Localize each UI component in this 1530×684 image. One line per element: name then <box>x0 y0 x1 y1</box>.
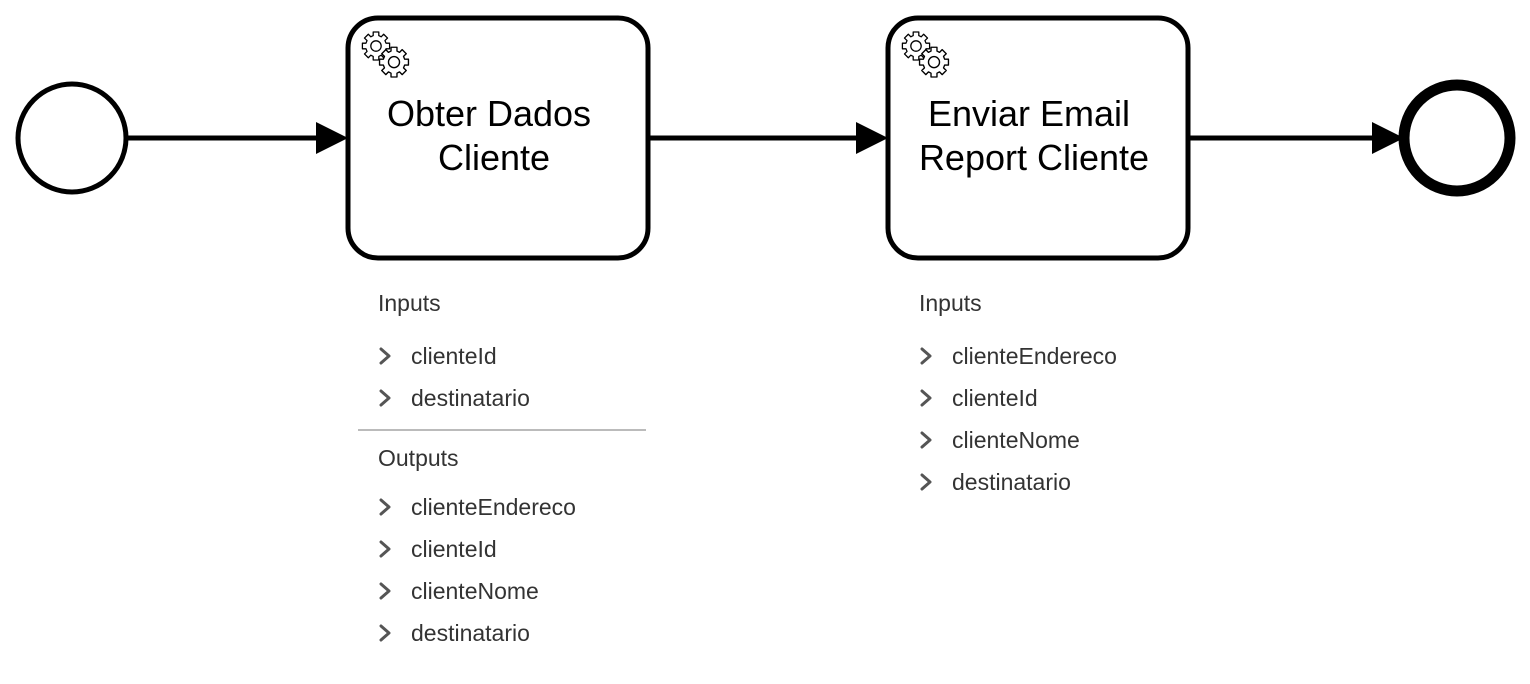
chevron-right-icon <box>919 389 952 407</box>
svg-text:Enviar Email Report Clie: Enviar Email Report Cliente <box>919 93 1149 178</box>
chevron-right-icon <box>919 431 952 449</box>
task-name-line: Obter Dados <box>387 93 591 134</box>
chevron-right-icon <box>378 389 411 407</box>
outputs-heading: Outputs <box>378 445 459 471</box>
sequence-flow-arrowhead <box>316 122 348 154</box>
list-item[interactable]: clienteId <box>378 333 648 375</box>
list-item[interactable]: clienteEndereco <box>919 333 1189 375</box>
chevron-right-icon <box>378 582 411 600</box>
chevron-right-icon <box>378 498 411 516</box>
task-name-line: Cliente <box>438 137 550 178</box>
chevron-right-icon <box>378 540 411 558</box>
end-event[interactable] <box>1398 79 1516 197</box>
list-item[interactable]: clienteNome <box>378 568 648 610</box>
outputs-list: clienteEndereco clienteId clienteNome de… <box>378 484 648 652</box>
inputs-heading: Inputs <box>919 290 982 316</box>
input-name: clienteId <box>952 384 1038 411</box>
task-name-line: Enviar Email <box>928 93 1130 134</box>
output-name: destinatario <box>411 619 530 646</box>
inputs-outputs-divider <box>358 429 646 431</box>
input-name: clienteNome <box>952 426 1080 453</box>
service-task-enviar-email-report-cliente[interactable]: Enviar Email Report Cliente <box>885 15 1191 261</box>
list-item[interactable]: destinatario <box>378 375 648 417</box>
task-io-panel: Inputs clienteId destinatario <box>378 288 648 417</box>
output-name: clienteId <box>411 535 497 562</box>
list-item[interactable]: clienteId <box>378 526 648 568</box>
input-name: destinatario <box>952 468 1071 495</box>
input-name: clienteId <box>411 342 497 369</box>
svg-text:Obter Dados Cliente: Obter Dados Cliente <box>387 93 601 178</box>
output-name: clienteEndereco <box>411 493 576 520</box>
task-name-line: Report Cliente <box>919 137 1149 178</box>
list-item[interactable]: destinatario <box>378 610 648 652</box>
chevron-right-icon <box>378 347 411 365</box>
chevron-right-icon <box>919 347 952 365</box>
sequence-flow-arrowhead <box>856 122 888 154</box>
chevron-right-icon <box>378 624 411 642</box>
input-name: clienteEndereco <box>952 342 1117 369</box>
list-item[interactable]: clienteEndereco <box>378 484 648 526</box>
inputs-list: clienteId destinatario <box>378 333 648 417</box>
output-name: clienteNome <box>411 577 539 604</box>
task-io-panel-outputs: Outputs clienteEndereco clienteId client… <box>378 443 648 652</box>
list-item[interactable]: clienteId <box>919 375 1189 417</box>
input-name: destinatario <box>411 384 530 411</box>
service-task-obter-dados-cliente[interactable]: Obter Dados Cliente <box>345 15 651 261</box>
start-event[interactable] <box>15 81 129 195</box>
list-item[interactable]: destinatario <box>919 459 1189 501</box>
chevron-right-icon <box>919 473 952 491</box>
list-item[interactable]: clienteNome <box>919 417 1189 459</box>
inputs-list: clienteEndereco clienteId clienteNome de… <box>919 333 1189 501</box>
inputs-heading: Inputs <box>378 290 441 316</box>
task-io-panel: Inputs clienteEndereco clienteId cliente… <box>919 288 1189 501</box>
sequence-flow-arrowhead <box>1372 122 1404 154</box>
